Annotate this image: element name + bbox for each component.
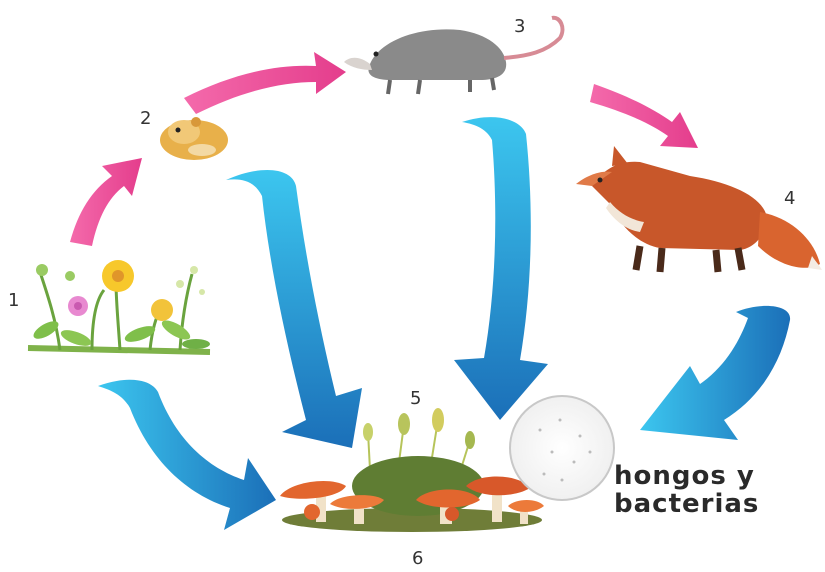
mushrooms-icon — [280, 456, 544, 532]
arrow-opossum-to-fungi — [454, 117, 548, 420]
fox-icon — [576, 146, 822, 272]
node-number-mushrooms: 6 — [412, 548, 423, 569]
node-number-fungi: 5 — [410, 388, 421, 409]
arrow-plants-to-hamster — [70, 158, 142, 246]
opossum-icon — [344, 18, 562, 94]
plants-icon — [28, 260, 210, 352]
arrow-hamster-to-opossum — [184, 52, 346, 114]
node-number-plants: 1 — [8, 290, 19, 311]
hamster-icon — [160, 117, 228, 160]
node-number-hamster: 2 — [140, 108, 151, 129]
node-number-fox: 4 — [784, 188, 795, 209]
arrow-hamster-to-fungi — [226, 170, 362, 448]
microbes-circle-icon — [510, 396, 614, 500]
arrow-fox-to-microbes — [640, 306, 790, 440]
arrow-plants-to-mushrooms — [98, 380, 276, 530]
node-number-opossum: 3 — [514, 16, 525, 37]
arrow-opossum-to-fox — [590, 84, 698, 148]
microbes-label-line2: bacterias — [614, 489, 759, 519]
microbes-label-line1: hongos y — [614, 461, 755, 491]
